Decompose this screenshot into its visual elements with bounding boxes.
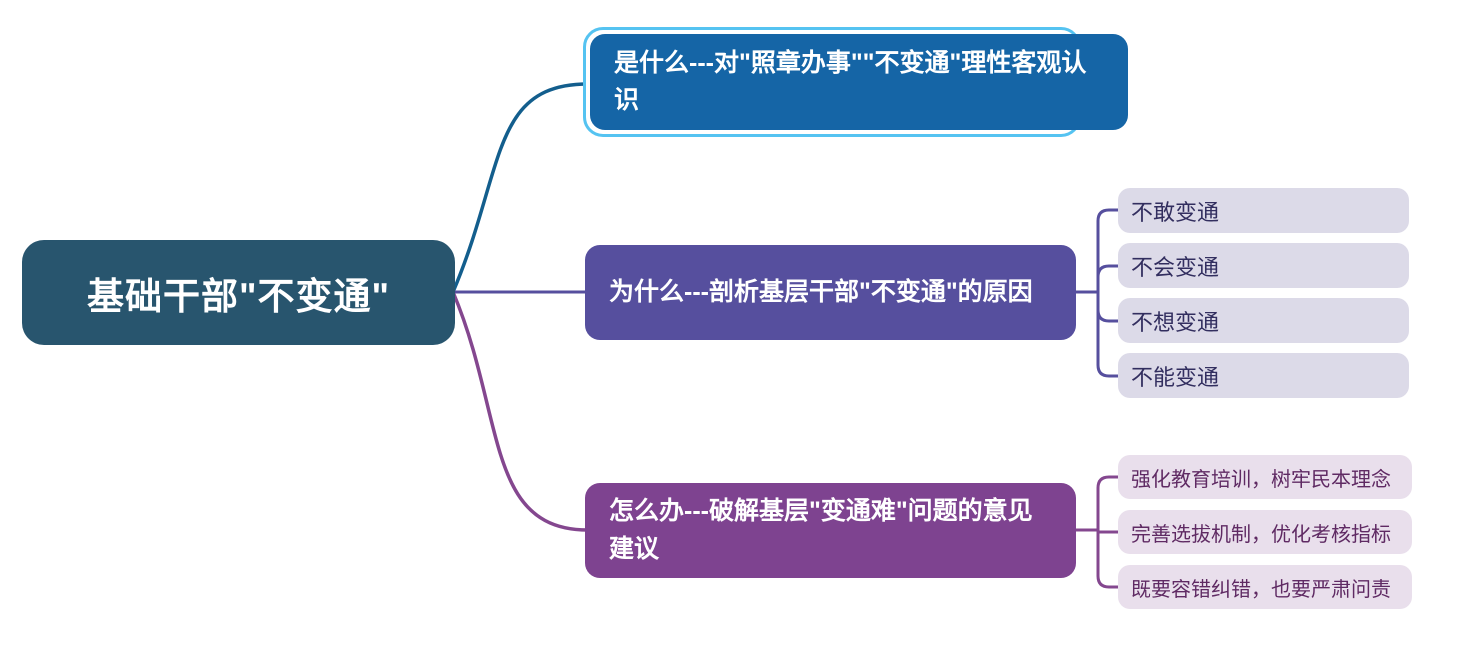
node-why-child-0[interactable]: 不敢变通	[1118, 188, 1409, 233]
node-why-child-3[interactable]: 不能变通	[1118, 353, 1409, 398]
edge-root-what	[451, 82, 590, 294]
node-why-child-1[interactable]: 不会变通	[1118, 243, 1409, 288]
node-why[interactable]: 为什么---剖析基层干部"不变通"的原因	[585, 245, 1076, 340]
node-root[interactable]: 基础干部"不变通"	[22, 240, 455, 345]
edge-why-child-0	[1096, 208, 1122, 294]
node-how-child-0[interactable]: 强化教育培训，树牢民本理念	[1118, 455, 1412, 499]
edge-how-child-2	[1096, 528, 1122, 589]
edge-why-child-2	[1096, 290, 1122, 323]
edge-how-child-0	[1096, 475, 1122, 532]
node-how-child-2[interactable]: 既要容错纠错，也要严肃问责	[1118, 565, 1412, 609]
node-how-child-1[interactable]: 完善选拔机制，优化考核指标	[1118, 510, 1412, 554]
edge-why-child-1	[1096, 264, 1122, 294]
node-what-selection-ring: 是什么---对"照章办事""不变通"理性客观认识	[583, 27, 1128, 137]
edge-why-child-3	[1096, 290, 1122, 378]
node-what[interactable]: 是什么---对"照章办事""不变通"理性客观认识	[590, 34, 1128, 130]
node-how[interactable]: 怎么办---破解基层"变通难"问题的意见建议	[585, 483, 1076, 578]
edge-how-child-1	[1096, 528, 1122, 534]
node-why-child-2[interactable]: 不想变通	[1118, 298, 1409, 343]
edge-root-how	[451, 290, 590, 532]
